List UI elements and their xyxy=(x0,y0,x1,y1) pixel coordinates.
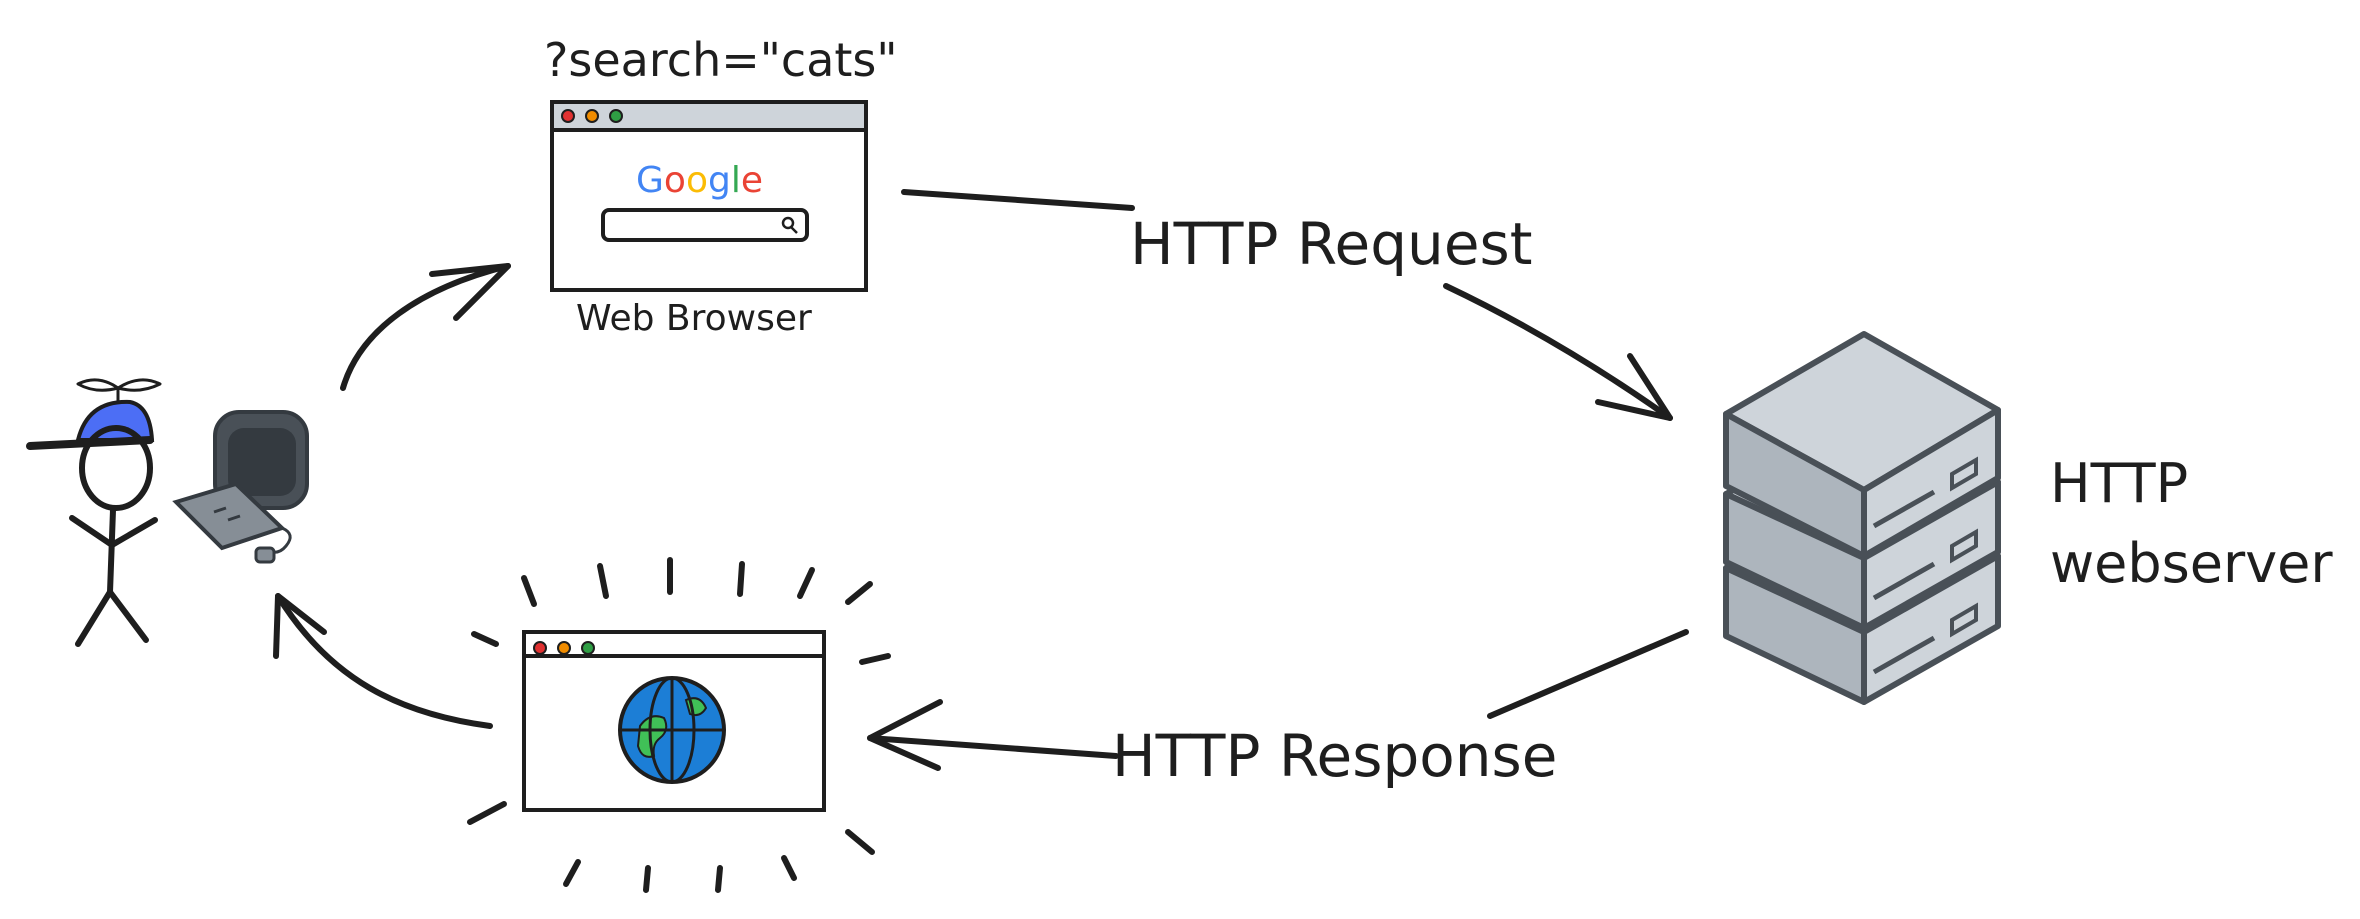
server-slot-line xyxy=(1872,561,1936,601)
globe-land xyxy=(636,715,668,758)
search-query-label: ?search="cats" xyxy=(544,33,898,87)
ray xyxy=(737,561,745,597)
arrow-line xyxy=(275,593,493,729)
arrow-head xyxy=(429,263,511,321)
server-unit-top xyxy=(1723,331,2001,559)
logo-letter: o xyxy=(686,160,708,201)
ray xyxy=(845,581,873,605)
cap-icon xyxy=(75,399,155,442)
right-leg xyxy=(107,589,149,643)
search-icon-handle xyxy=(790,226,798,234)
arrow-line-left xyxy=(867,735,1119,759)
logo-letter: G xyxy=(636,160,664,201)
ray xyxy=(521,575,537,607)
ray xyxy=(781,855,797,881)
server-drive-bay xyxy=(1950,602,1978,638)
close-dot-icon xyxy=(561,109,575,123)
ray xyxy=(797,567,815,599)
server-stack-icon xyxy=(1723,331,2001,705)
server-slot-line xyxy=(1872,635,1936,675)
logo-letter: g xyxy=(708,160,731,201)
body xyxy=(107,507,116,595)
server-drive-bay xyxy=(1950,528,1978,564)
arrow-browser-to-user xyxy=(273,593,493,729)
server-drive-bay xyxy=(1950,456,1978,492)
ray xyxy=(563,859,581,887)
logo-letter: e xyxy=(741,160,763,201)
server-label-line2: webserver xyxy=(2050,532,2333,595)
http-request-label: HTTP Request xyxy=(1130,210,1532,278)
stick-figure-icon xyxy=(26,378,162,647)
web-browser-label: Web Browser xyxy=(576,298,812,339)
server-right-face xyxy=(1861,407,2001,559)
google-logo: Google xyxy=(636,160,763,201)
search-icon xyxy=(781,216,795,230)
http-response-label: HTTP Response xyxy=(1112,722,1557,790)
server-label-line1: HTTP xyxy=(2050,452,2188,515)
browser-window-icon: Google xyxy=(550,100,868,292)
arrow-line-bottom xyxy=(1443,283,1673,421)
ray xyxy=(471,631,499,647)
propeller-right-blade xyxy=(116,378,162,392)
computer-icon xyxy=(172,410,309,564)
keyboard-keys xyxy=(213,506,241,522)
ray xyxy=(859,653,891,665)
arrow-line-right xyxy=(1487,629,1689,719)
globe-icon xyxy=(618,676,726,784)
ray xyxy=(845,829,875,855)
arrow-head xyxy=(273,593,327,659)
right-arm xyxy=(109,517,158,548)
maximize-dot-icon xyxy=(609,109,623,123)
logo-letter: o xyxy=(664,160,686,201)
browser-window-icon xyxy=(522,630,826,812)
arrow-line xyxy=(340,263,511,391)
arrow-user-to-browser xyxy=(340,263,511,391)
mouse xyxy=(254,546,276,564)
maximize-dot-icon xyxy=(581,641,595,655)
minimize-dot-icon xyxy=(557,641,571,655)
ray xyxy=(643,865,651,893)
server-slot-line xyxy=(1872,489,1936,529)
ray xyxy=(467,801,507,825)
browser-frame xyxy=(550,100,868,292)
close-dot-icon xyxy=(533,641,547,655)
arrow-line-top xyxy=(901,189,1135,211)
propeller-left-blade xyxy=(76,378,120,392)
arrow-head xyxy=(867,699,943,771)
arrow-response xyxy=(867,629,1689,771)
left-leg xyxy=(75,589,113,647)
browser-title-bar xyxy=(550,100,868,132)
search-input xyxy=(601,208,809,242)
ray xyxy=(715,865,723,893)
head xyxy=(79,425,153,511)
left-arm xyxy=(69,515,115,548)
arrow-head xyxy=(1595,353,1673,421)
logo-letter: l xyxy=(731,160,741,201)
arrow-request xyxy=(901,189,1673,421)
shine-rays xyxy=(467,557,891,893)
monitor-screen xyxy=(228,428,296,496)
minimize-dot-icon xyxy=(585,109,599,123)
server-right-face xyxy=(1861,553,2001,705)
ray xyxy=(597,563,609,599)
